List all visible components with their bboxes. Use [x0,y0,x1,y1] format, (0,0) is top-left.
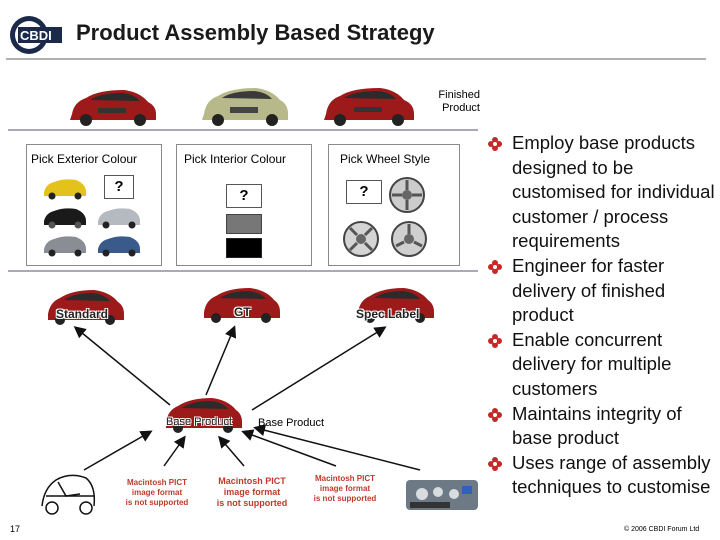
finished-product-label: Finished Product [428,89,480,115]
pict-placeholder-3: Macintosh PICT image format is not suppo… [310,474,380,504]
bullet-flower-icon [488,333,502,348]
divider-middle [8,270,478,272]
bullet-text: Enable concurrent delivery for multiple … [512,328,672,399]
exterior-question-box: ? [104,175,134,199]
divider-top [8,129,478,131]
pict-3-line1: Macintosh PICT [314,474,375,483]
page-title: Product Assembly Based Strategy [76,20,435,45]
pict-1-line3: is not supported [125,498,189,507]
swatch-car-silver-icon [98,208,140,229]
interior-question-box: ? [226,184,262,208]
title-divider [6,58,706,60]
variant-spec-car-icon [358,288,434,323]
variant-gt-label: GT [234,305,251,319]
swatch-car-black-icon [44,208,86,229]
variant-spec-label: Spec Label [356,307,420,321]
base-product-car-icon [166,398,242,433]
finished-label-line1: Finished [438,89,480,101]
finished-car-red-icon [70,90,156,126]
interior-colour-label: Pick Interior Colour [184,152,287,166]
bullet-text: Employ base products designed to be cust… [512,132,715,252]
swatch-car-yellow-icon [44,179,86,200]
pict-2-line2: image format [223,487,281,497]
finished-car-green-icon [202,88,288,126]
wheel-style-2-icon [343,221,379,257]
wheel-style-label: Pick Wheel Style [340,152,431,166]
bullet-item: Engineer for faster delivery of finished… [482,254,718,328]
variant-gt-car-icon [204,288,280,323]
bullet-item: Employ base products designed to be cust… [482,131,718,254]
pict-2-line1: Macintosh PICT [218,476,286,486]
bullet-flower-icon [488,407,502,422]
copyright-notice: © 2006 CBDI Forum Ltd [624,526,700,533]
wheel-style-1-icon [389,177,425,213]
bullet-flower-icon [488,456,502,471]
bullet-text: Uses range of assembly techniques to cus… [512,451,711,498]
page-number: 17 [10,524,21,534]
bullet-item: Enable concurrent delivery for multiple … [482,328,718,402]
wheel-question-box: ? [346,180,382,204]
pict-placeholder-2: Macintosh PICT image format is not suppo… [214,476,290,509]
pict-2-line3: is not supported [216,498,288,508]
bullet-text: Maintains integrity of base product [512,402,682,449]
exterior-colour-label: Pick Exterior Colour [31,152,138,166]
interior-swatch-black [226,238,262,258]
bullet-list: Employ base products designed to be cust… [482,131,718,500]
cbdi-logo: CBDI [10,16,62,54]
variant-standard-label: Standard [56,307,109,321]
pict-1-line2: image format [131,488,183,497]
interior-swatch-grey [226,214,262,234]
finished-label-line2: Product [442,102,480,114]
pict-placeholder-1: Macintosh PICT image format is not suppo… [122,478,192,508]
base-product-side-label: Base Product [258,417,325,429]
swatch-car-blue-icon [98,236,140,257]
wheel-style-3-icon [391,221,427,257]
dashboard-icon [406,480,478,510]
bullet-text: Engineer for faster delivery of finished… [512,254,666,326]
base-product-car-label: Base Product [166,416,233,428]
bullet-item: Uses range of assembly techniques to cus… [482,451,718,500]
bullet-flower-icon [488,259,502,274]
svg-text:CBDI: CBDI [20,28,52,43]
bullet-item: Maintains integrity of base product [482,402,718,451]
pict-1-line1: Macintosh PICT [126,478,187,487]
car-sketch-icon [41,474,96,515]
finished-car-red2-icon [324,88,414,126]
pict-3-line2: image format [319,484,371,493]
pict-3-line3: is not supported [313,494,377,503]
swatch-car-grey-icon [44,236,86,257]
bullet-flower-icon [488,137,502,151]
variant-standard-car-icon [48,290,124,325]
